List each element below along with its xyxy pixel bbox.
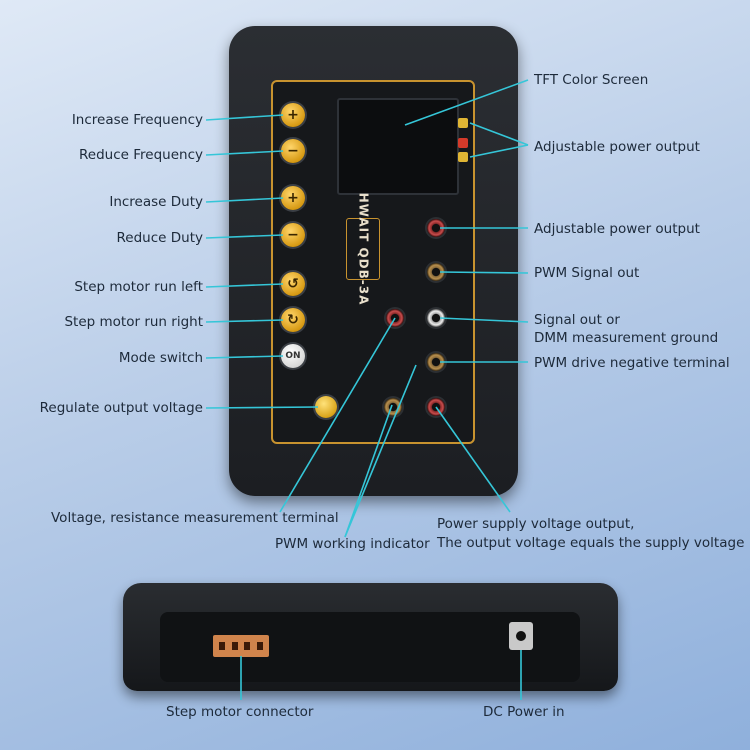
label-voltage-resistance: Voltage, resistance measurement terminal [51, 510, 339, 526]
mode-button-label: ON [285, 351, 301, 361]
voltage-knob[interactable] [315, 396, 337, 418]
line-power-out-b [469, 144, 529, 158]
label-adjustable-power-1: Adjustable power output [534, 139, 700, 155]
label-step-connector: Step motor connector [166, 704, 314, 720]
line-step-left [205, 283, 284, 288]
line-tft-screen [404, 79, 529, 126]
label-pwm-signal: PWM Signal out [534, 265, 640, 281]
brand-plate: HWAIT QDB-3A [346, 193, 380, 305]
adjustable-power-jack[interactable] [427, 219, 445, 237]
indicator-led-1 [458, 118, 468, 128]
tft-screen [337, 98, 459, 195]
label-dc-power: DC Power in [483, 704, 565, 720]
step-motor-right-button[interactable]: ↻ [281, 308, 305, 332]
plus-icon: + [287, 190, 299, 206]
line-pwm-indicator-a [344, 404, 393, 538]
label-adjustable-power-2: Adjustable power output [534, 221, 700, 237]
label-step-right: Step motor run right [64, 314, 203, 330]
minus-icon: − [287, 143, 299, 159]
indicator-led-3 [458, 152, 468, 162]
label-increase-duty: Increase Duty [109, 194, 203, 210]
line-increase-duty [205, 197, 284, 203]
label-step-left: Step motor run left [74, 279, 203, 295]
line-pwm-indicator-b [344, 364, 417, 538]
line-pwm-signal [439, 271, 529, 274]
label-supply-output-1: Power supply voltage output, [437, 516, 635, 532]
reduce-duty-button[interactable]: − [281, 223, 305, 247]
line-reduce-frequency [205, 150, 284, 156]
line-voltage-measure [279, 317, 396, 513]
label-pwm-negative: PWM drive negative terminal [534, 355, 730, 371]
indicator-led-2 [458, 138, 468, 148]
increase-duty-button[interactable]: + [281, 186, 305, 210]
label-mode-switch: Mode switch [118, 350, 203, 366]
dc-power-port[interactable] [509, 622, 533, 650]
line-ground [439, 317, 529, 323]
line-step-right [205, 319, 284, 323]
label-increase-frequency: Increase Frequency [71, 112, 203, 128]
label-pwm-indicator: PWM working indicator [275, 536, 430, 552]
increase-frequency-button[interactable]: + [281, 103, 305, 127]
label-regulate-voltage: Regulate output voltage [39, 400, 203, 416]
ground-jack[interactable] [427, 309, 445, 327]
line-reduce-duty [205, 234, 284, 239]
step-motor-connector[interactable] [213, 635, 269, 657]
step-motor-left-button[interactable]: ↺ [281, 272, 305, 296]
label-dmm-ground: DMM measurement ground [534, 330, 719, 346]
line-power-out-a [469, 122, 529, 146]
line-supply-output [435, 406, 511, 513]
label-tft-screen: TFT Color Screen [534, 72, 649, 88]
mode-switch-button[interactable]: ON [281, 344, 305, 368]
minus-icon: − [287, 227, 299, 243]
label-reduce-frequency: Reduce Frequency [79, 147, 203, 163]
line-increase-frequency [205, 114, 284, 121]
pwm-negative-jack[interactable] [427, 353, 445, 371]
rotate-left-icon: ↺ [287, 276, 299, 292]
reduce-frequency-button[interactable]: − [281, 139, 305, 163]
pwm-signal-jack[interactable] [427, 263, 445, 281]
plus-icon: + [287, 107, 299, 123]
line-mode-switch [205, 355, 284, 359]
label-reduce-duty: Reduce Duty [116, 230, 203, 246]
rotate-right-icon: ↻ [287, 312, 299, 328]
label-signal-out: Signal out or [534, 312, 620, 328]
line-voltage-knob [205, 406, 319, 409]
label-supply-output-2: The output voltage equals the supply vol… [437, 535, 745, 551]
